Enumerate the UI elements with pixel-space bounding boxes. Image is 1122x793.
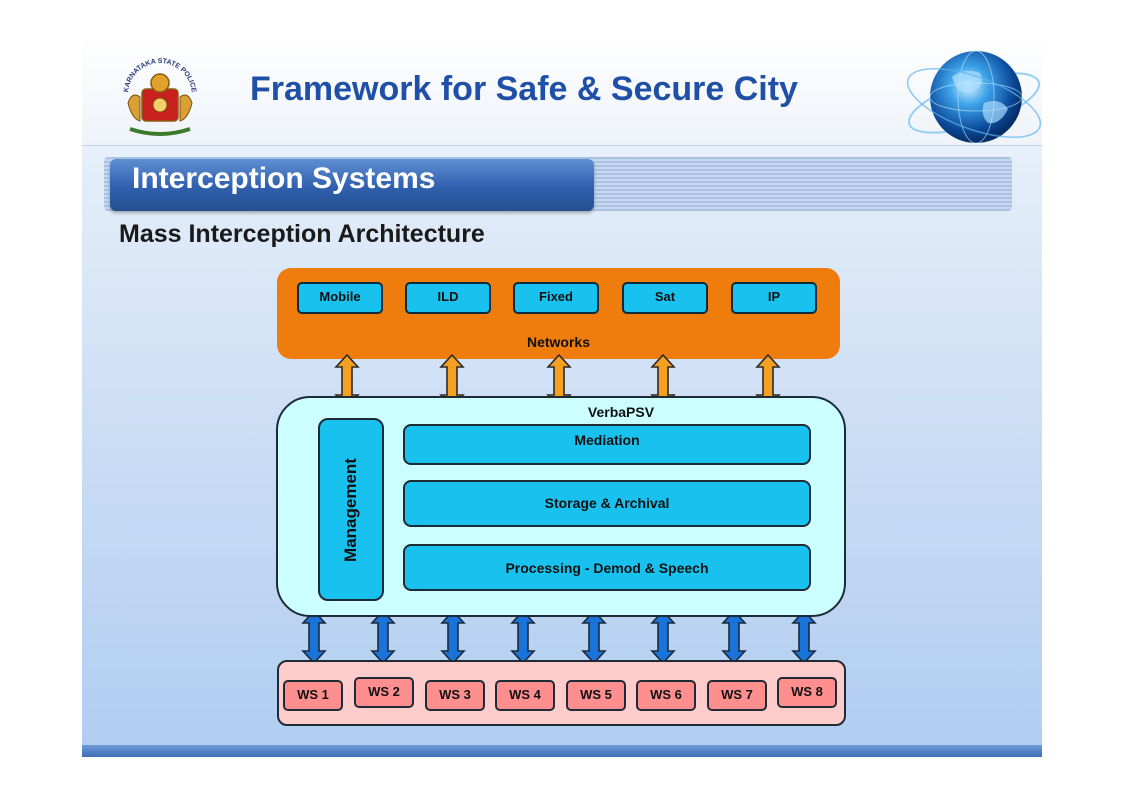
diagram-subtitle: Mass Interception Architecture: [119, 220, 485, 248]
network-sat: Sat: [622, 282, 708, 314]
ws-arrow: [792, 610, 816, 664]
processing-layer: Processing - Demod & Speech: [403, 544, 811, 591]
verbapsv-label: VerbaPSV: [587, 404, 655, 420]
ws-arrow: [582, 610, 606, 664]
section-title: Interception Systems: [132, 162, 436, 195]
storage-archival-layer: Storage & Archival: [403, 480, 811, 527]
workstation-5: WS 5: [566, 680, 626, 711]
workstation-8: WS 8: [777, 677, 837, 708]
slide: KARNATAKA STATE POLICE Framework for Saf…: [82, 37, 1042, 757]
networks-label: Networks: [526, 334, 591, 350]
bottom-band: [82, 745, 1042, 757]
network-ild: ILD: [405, 282, 491, 314]
slide-header: [82, 37, 1042, 146]
page-title: Framework for Safe & Secure City: [250, 70, 798, 108]
workstation-6: WS 6: [636, 680, 696, 711]
ws-arrow: [302, 610, 326, 664]
network-ip: IP: [731, 282, 817, 314]
ws-arrow: [441, 610, 465, 664]
workstation-2: WS 2: [354, 677, 414, 708]
karnataka-police-emblem-icon: KARNATAKA STATE POLICE: [123, 58, 197, 136]
ws-arrow: [371, 610, 395, 664]
globe-icon: [906, 50, 1042, 144]
ws-arrow: [651, 610, 675, 664]
ws-arrow: [722, 610, 746, 664]
workstation-7: WS 7: [707, 680, 767, 711]
workstation-3: WS 3: [425, 680, 485, 711]
workstation-1: WS 1: [283, 680, 343, 711]
network-mobile: Mobile: [297, 282, 383, 314]
ws-arrow: [511, 610, 535, 664]
section-pill: [110, 159, 594, 211]
workstation-4: WS 4: [495, 680, 555, 711]
mediation-layer: Mediation: [403, 424, 811, 465]
management-label: Management: [341, 458, 360, 562]
management-module: [318, 418, 384, 601]
network-fixed: Fixed: [513, 282, 599, 314]
